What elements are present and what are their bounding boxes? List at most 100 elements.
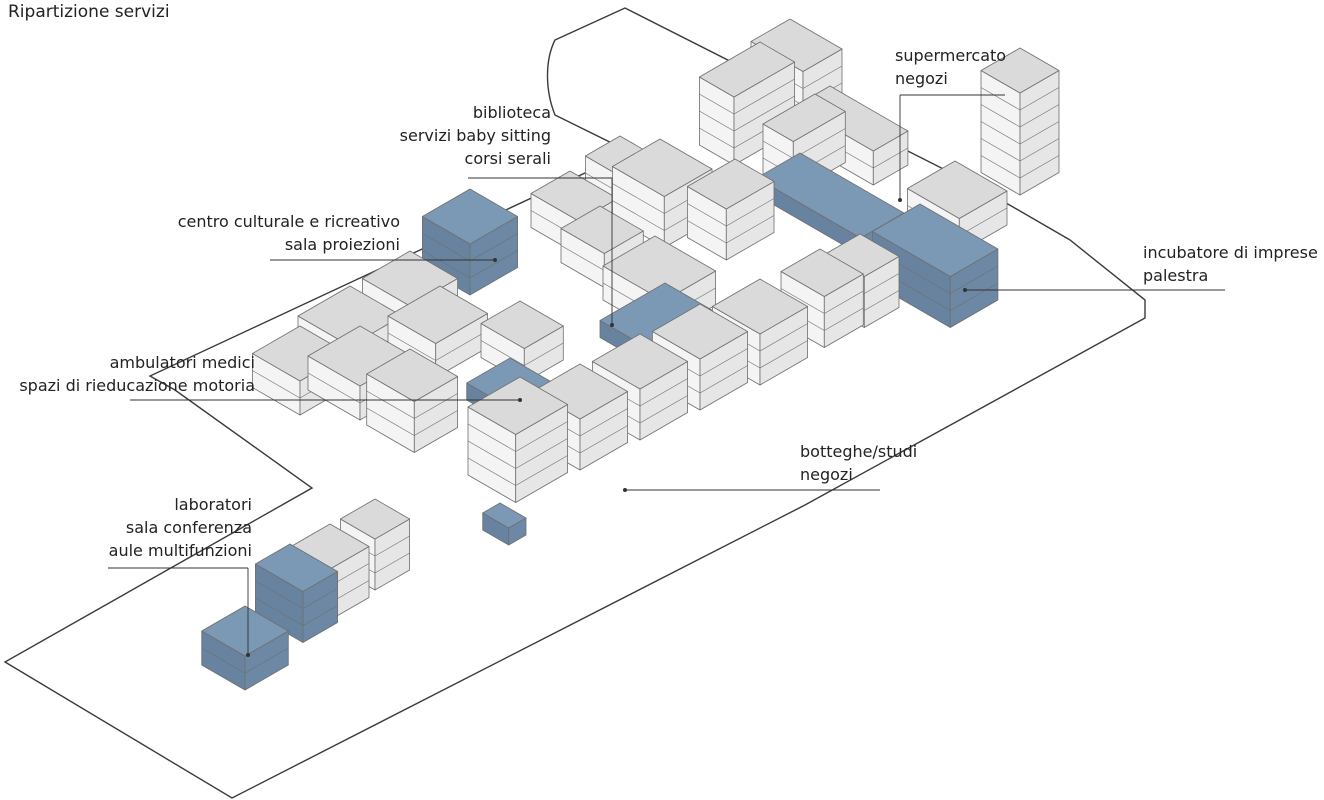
floor-line xyxy=(366,407,415,436)
floor-line xyxy=(366,390,415,419)
label-line: negozi xyxy=(800,465,853,484)
block-roof xyxy=(762,93,846,142)
label-botteghe: botteghe/studi negozi xyxy=(800,440,917,486)
floor-line xyxy=(515,455,568,486)
floor-line xyxy=(980,104,1021,128)
label-line: corsi serali xyxy=(464,149,551,168)
floor-line xyxy=(469,250,518,279)
block-roof xyxy=(712,278,808,335)
floor-line xyxy=(699,348,748,377)
building-blocks xyxy=(201,18,1060,691)
floor-line xyxy=(387,332,436,361)
label-line: spazi di rieducazione motoria xyxy=(19,376,255,395)
floor-line xyxy=(255,580,304,609)
floor-line xyxy=(699,93,735,115)
floor-line xyxy=(873,147,909,169)
floor-line xyxy=(950,282,999,311)
label-line: botteghe/studi xyxy=(800,442,918,461)
floor-line xyxy=(612,183,665,214)
label-line: centro culturale e ricreativo xyxy=(177,212,400,231)
floor-line xyxy=(244,647,289,674)
floor-line xyxy=(467,457,516,486)
label-ambulatori: ambulatori medici spazi di rieducazione … xyxy=(0,351,255,397)
floor-line xyxy=(980,87,1021,111)
floor-line xyxy=(802,65,843,89)
block-roof xyxy=(652,303,748,360)
floor-line xyxy=(467,440,516,469)
label-line: ambulatori medici xyxy=(109,353,255,372)
floor-line xyxy=(579,408,628,437)
floor-line xyxy=(980,138,1021,162)
floor-line xyxy=(687,203,727,227)
floor-line xyxy=(780,288,825,314)
label-incubatore: incubatore di imprese palestra xyxy=(1143,241,1318,287)
block-roof xyxy=(482,502,527,529)
floor-line xyxy=(824,307,864,331)
floor-line xyxy=(762,140,794,159)
label-line: aule multifunzioni xyxy=(108,541,252,560)
floor-line xyxy=(980,155,1021,179)
page-title: Ripartizione servizi xyxy=(8,2,170,22)
block-roof xyxy=(699,41,795,98)
floor-line xyxy=(726,198,775,227)
service-block xyxy=(254,543,339,643)
floor-line xyxy=(480,340,525,366)
label-line: incubatore di imprese xyxy=(1143,243,1318,262)
floor-line xyxy=(759,323,808,352)
residential-block xyxy=(687,158,775,261)
floor-line xyxy=(515,438,568,469)
floor-line xyxy=(435,330,488,361)
floor-line xyxy=(422,250,471,279)
label-line: sala conferenza xyxy=(125,518,252,537)
block-roof xyxy=(339,498,411,540)
floor-line xyxy=(414,410,458,436)
block-roof xyxy=(612,138,713,197)
floor-line xyxy=(302,588,338,609)
floor-line xyxy=(467,423,516,452)
floor-line xyxy=(560,245,605,271)
leader-dot xyxy=(610,323,614,327)
floor-line xyxy=(639,395,688,424)
floor-line xyxy=(759,340,808,369)
residential-block xyxy=(387,285,489,378)
label-line: supermercato xyxy=(895,46,1007,65)
service-block xyxy=(421,188,518,296)
floor-line xyxy=(824,290,864,314)
label-laboratori: laboratori sala conferenza aule multifun… xyxy=(90,493,252,562)
floor-line xyxy=(255,597,304,626)
floor-line xyxy=(252,370,301,399)
floor-line xyxy=(639,378,688,407)
floor-line xyxy=(422,233,471,262)
label-line: biblioteca xyxy=(472,103,551,122)
floor-line xyxy=(733,95,795,132)
floor-line xyxy=(699,365,748,394)
floor-line xyxy=(1019,87,1060,111)
residential-block xyxy=(366,348,459,453)
floor-line xyxy=(864,290,900,311)
leader-lines xyxy=(108,94,1225,657)
block-roof xyxy=(254,543,339,592)
floor-line xyxy=(699,127,735,149)
label-supermercato: supermercato negozi xyxy=(895,44,1006,90)
label-line: sala proiezioni xyxy=(284,235,400,254)
leader-dot xyxy=(246,653,250,657)
block-roof xyxy=(467,376,568,435)
residential-block xyxy=(980,47,1060,196)
block-roof xyxy=(907,160,1008,219)
leader-dot xyxy=(623,488,627,492)
floor-line xyxy=(733,78,795,115)
floor-line xyxy=(374,552,410,574)
label-line: palestra xyxy=(1143,266,1209,285)
floor-line xyxy=(524,342,564,366)
floor-line xyxy=(950,265,999,294)
floor-line xyxy=(726,215,775,244)
label-line: servizi baby sitting xyxy=(399,126,551,145)
block-roof xyxy=(872,203,999,277)
leader-dot xyxy=(963,288,967,292)
label-biblioteca: biblioteca servizi baby sitting corsi se… xyxy=(380,101,551,170)
block-roof xyxy=(825,233,900,277)
floor-line xyxy=(414,393,458,419)
floor-line xyxy=(307,372,361,404)
floor-line xyxy=(515,421,568,452)
